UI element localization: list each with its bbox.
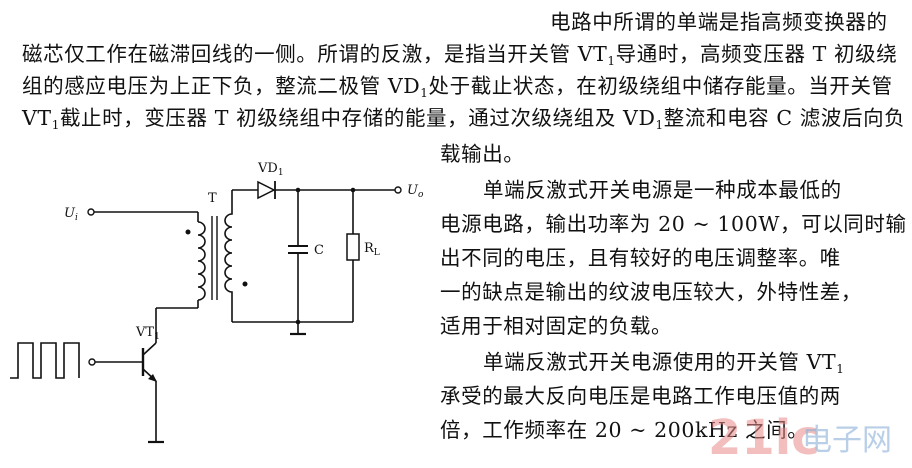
p3-line2: 承受的最大反向电压是电路工作电压值的两 bbox=[440, 384, 841, 408]
p1-line5: 载输出。 bbox=[440, 142, 525, 166]
load-resistor bbox=[346, 233, 360, 261]
capacitor-label: C bbox=[314, 243, 324, 258]
p2-line4: 一的缺点是输出的纹波电压较大，外特性差， bbox=[440, 280, 862, 304]
primary-winding bbox=[197, 221, 206, 301]
secondary-winding bbox=[224, 202, 233, 322]
svg-text:电子网: 电子网 bbox=[802, 423, 892, 458]
uo-terminal bbox=[394, 186, 402, 194]
transistor-vt1 bbox=[141, 340, 164, 444]
p2-line5: 适用于相对固定的负载。 bbox=[440, 314, 673, 338]
p1-line2: 磁芯仅工作在磁滞回线的一侧。所谓的反激，是指当开关管 VT1导通时，高频变压器 … bbox=[22, 42, 898, 68]
svg-text:21ic: 21ic bbox=[708, 410, 820, 466]
rl-label: RL bbox=[364, 241, 380, 258]
p2-line2: 电源电路，输出功率为 20 ~ 100W，可以同时输 bbox=[440, 212, 907, 236]
watermark-logo: 21ic 电子网 bbox=[708, 410, 892, 466]
ui-label: Ui bbox=[64, 206, 78, 223]
p3-line3: 倍，工作频率在 20 ~ 200kHz 之间。 bbox=[440, 418, 809, 442]
p3-line1: 单端反激式开关电源使用的开关管 VT1 bbox=[483, 350, 845, 376]
vd1-label: VD1 bbox=[257, 161, 284, 178]
primary-dot bbox=[185, 229, 191, 235]
secondary-dot bbox=[242, 281, 248, 287]
flyback-circuit-diagram: Ui T VD1 Uo C RL bbox=[10, 161, 424, 444]
vt1-label: VT1 bbox=[135, 325, 160, 342]
diode-vd1 bbox=[257, 180, 276, 200]
p1-line3: 组的感应电压为上正下负，整流二极管 VD1处于截止状态，在初级绕组中储存能量。当… bbox=[22, 74, 893, 100]
p1-line1: 电路中所谓的单端是指高频变换器的 bbox=[550, 10, 888, 34]
pulse-waveform bbox=[10, 342, 80, 379]
uo-label: Uo bbox=[407, 183, 424, 200]
p2-line1: 单端反激式开关电源是一种成本最低的 bbox=[483, 178, 842, 202]
p2-line3: 出不同的电压，且有较好的电压调整率。唯 bbox=[440, 246, 841, 270]
transformer-label: T bbox=[208, 191, 217, 206]
p1-line4: VT1截止时，变压器 T 初级绕组中存储的能量，通过次级绕组及 VD1整流和电容… bbox=[22, 106, 906, 132]
ui-terminal bbox=[87, 208, 95, 216]
base-terminal bbox=[88, 358, 96, 366]
